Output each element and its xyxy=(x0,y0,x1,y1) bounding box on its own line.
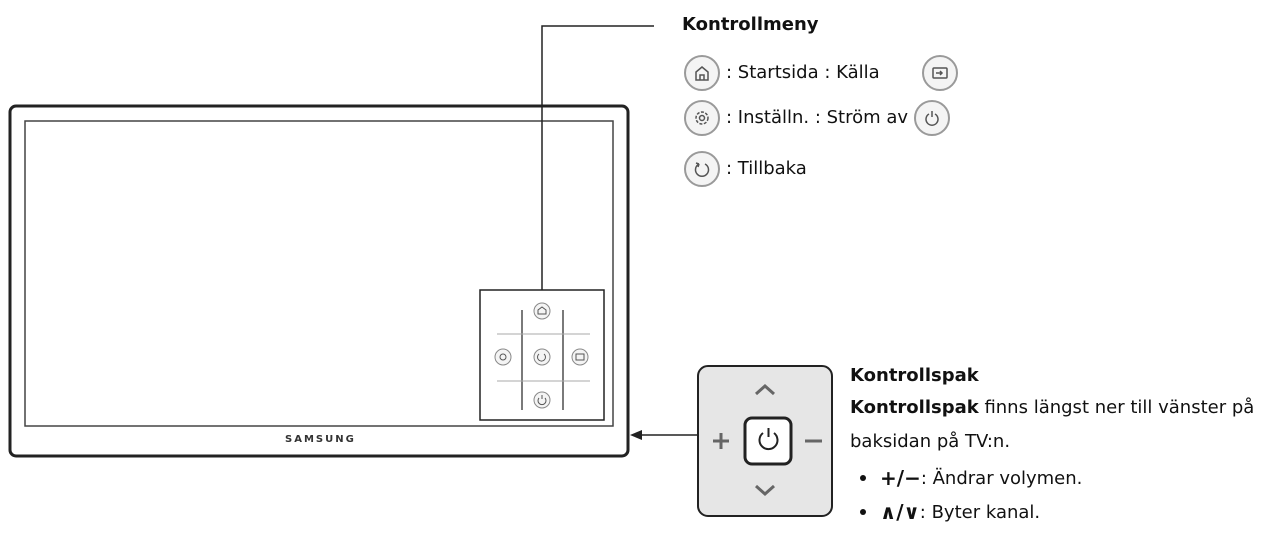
stick-power-icon xyxy=(758,428,779,451)
tv-brand: SAMSUNG xyxy=(285,434,356,445)
power-icon xyxy=(914,100,951,136)
menu-row-settings-text: : Inställn. : Ström av xyxy=(726,107,909,128)
stick-power-button xyxy=(743,416,793,466)
screen-home-icon xyxy=(533,302,551,320)
menu-row-back-text: : Tillbaka xyxy=(726,158,807,179)
volume-symbols: +/− xyxy=(880,466,921,490)
control-stick-desc-line2: baksidan på TV:n. xyxy=(850,431,1011,452)
channel-text: : Byter kanal. xyxy=(919,501,1041,523)
stick-up-chevron xyxy=(755,383,775,396)
stick-plus-icon xyxy=(713,433,729,449)
bullet-volume: +/− : Ändrar volymen. xyxy=(860,466,1082,490)
stick-arrow-head xyxy=(630,430,642,440)
menu-callout-line xyxy=(541,25,654,290)
bullet-dot xyxy=(860,509,866,515)
control-stick-desc: Kontrollspak finns längst ner till vänst… xyxy=(850,393,1254,423)
stick-down-chevron xyxy=(755,484,775,497)
source-icon xyxy=(921,55,958,91)
control-stick-title: Kontrollspak xyxy=(850,365,979,386)
menu-row-settings: : Inställn. : Ström av xyxy=(684,100,951,136)
screen-back-icon xyxy=(533,348,551,366)
back-icon xyxy=(684,151,720,187)
menu-row-home: : Startsida : Källa xyxy=(684,55,958,91)
settings-icon xyxy=(684,100,720,136)
control-menu-title: Kontrollmeny xyxy=(682,14,819,35)
control-stick-desc-rest: finns längst ner till vänster på xyxy=(978,397,1255,418)
screen-source-icon xyxy=(571,348,589,366)
volume-text: : Ändrar volymen. xyxy=(920,467,1083,489)
menu-row-back: : Tillbaka xyxy=(684,151,807,187)
control-stick-desc-bold: Kontrollspak xyxy=(850,397,979,418)
screen-settings-icon xyxy=(494,348,512,366)
home-icon xyxy=(684,55,720,91)
channel-symbols: ∧/∨ xyxy=(880,500,920,524)
screen-power-icon xyxy=(533,391,551,409)
menu-row-home-text: : Startsida : Källa xyxy=(726,62,880,83)
bullet-channel: ∧/∨ : Byter kanal. xyxy=(860,500,1040,524)
bullet-dot xyxy=(860,475,866,481)
